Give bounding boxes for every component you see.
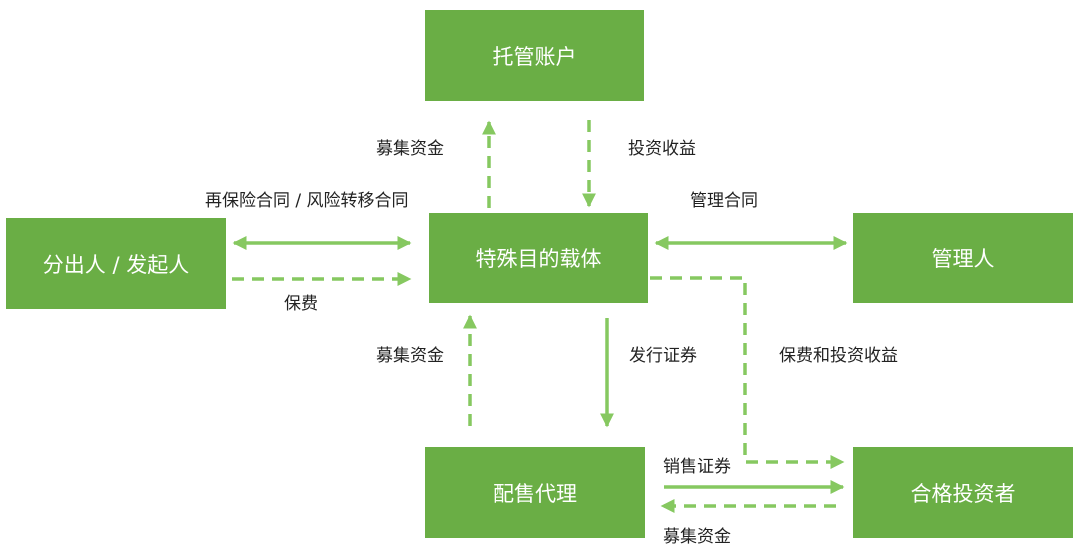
node-qualified-investor: 合格投资者: [853, 447, 1073, 538]
label-custody-to-spv: 投资收益: [628, 139, 696, 159]
node-spv: 特殊目的载体: [429, 213, 648, 303]
label-management-contract: 管理合同: [690, 191, 758, 211]
label-spv-issue: 发行证券: [629, 346, 697, 366]
node-placement-agent: 配售代理: [425, 447, 645, 538]
label-spv-to-investor: 保费和投资收益: [779, 346, 898, 366]
label-cedent-premium: 保费: [284, 294, 318, 314]
label-spv-to-custody: 募集资金: [376, 139, 444, 159]
label-agent-sell: 销售证券: [663, 457, 731, 477]
arrow-spv-to-investor: [650, 276, 845, 469]
label-investor-to-agent: 募集资金: [663, 527, 731, 547]
node-cedent-sponsor: 分出人 / 发起人: [6, 218, 226, 309]
label-agent-to-spv: 募集资金: [376, 346, 444, 366]
node-manager: 管理人: [853, 213, 1073, 303]
node-custody-account: 托管账户: [425, 10, 644, 101]
label-cedent-spv-contract: 再保险合同 / 风险转移合同: [205, 191, 409, 211]
